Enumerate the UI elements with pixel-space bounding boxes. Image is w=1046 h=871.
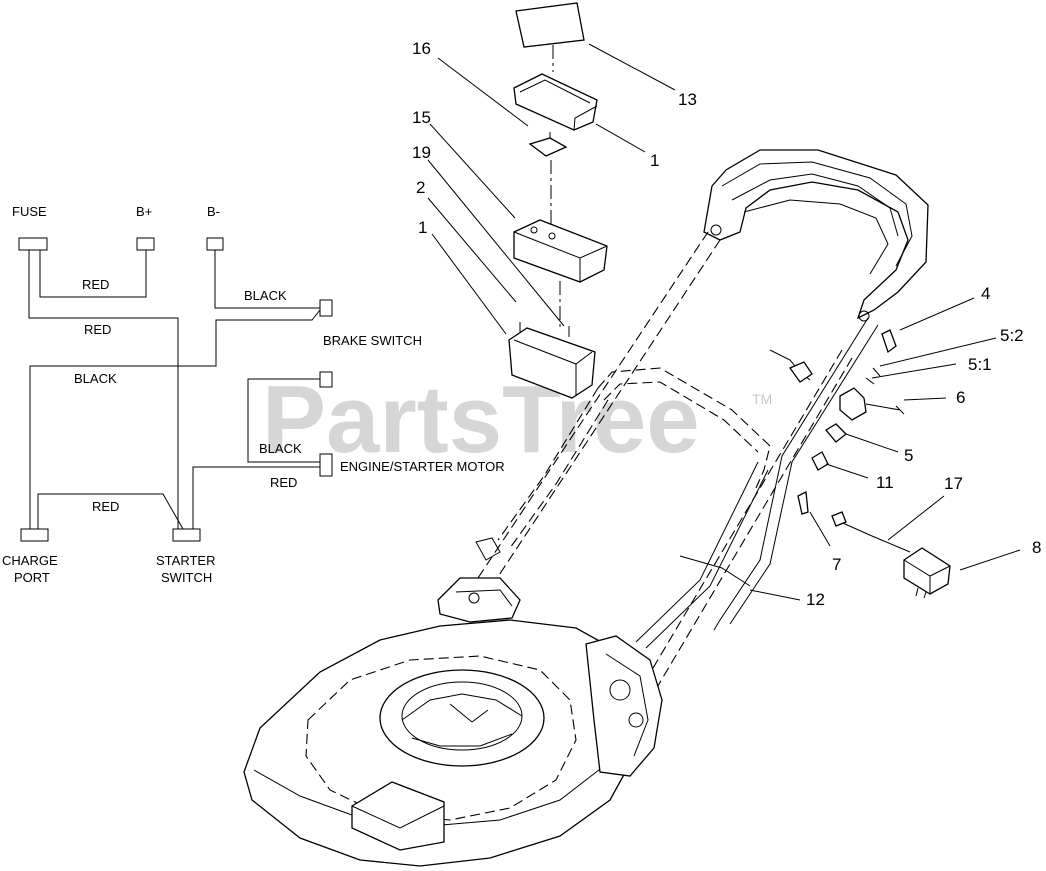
callout-16: 16 [412,39,431,58]
charge-port-terminal [20,528,49,542]
callout-6: 6 [956,388,965,407]
starter-switch-terminal [172,528,201,542]
battery-pad-part [528,137,568,157]
callout-19: 19 [412,143,431,162]
charger-part [903,547,951,595]
wire-red-fuse-bplus [39,250,147,298]
wire-label-red: RED [92,499,119,514]
bminus-terminal [206,237,224,251]
connector-part [881,329,897,354]
battery-cover-part [513,73,598,131]
wire-red-engine [192,466,320,529]
callout-13: 13 [678,90,697,109]
charger-cable [835,519,911,553]
screw-part [797,490,809,515]
watermark-tm: TM [752,391,772,407]
bplus-label: B+ [136,204,152,219]
fuse-label: FUSE [12,204,47,219]
wire-label-black: BLACK [244,288,287,303]
callout-5-1: 5:1 [968,355,992,374]
wire-black-brake-charge [29,309,321,529]
callout-7: 7 [832,555,841,574]
engine-terminal-bottom [319,453,333,477]
bminus-label: B- [207,204,220,219]
rear-housing [585,635,663,777]
leader-lines [427,43,1021,601]
battery-tray-part [508,327,596,399]
handle-dashed-left [469,231,709,591]
charge-port-label-1: CHARGE [2,553,58,568]
rear-chute [351,781,445,851]
callout-1: 1 [418,218,427,237]
callout-15: 15 [412,108,431,127]
brake-switch-terminal [319,299,333,317]
callout-5: 5 [904,446,913,465]
blade-housing [379,669,545,767]
wire-label-black: BLACK [74,371,117,386]
callout-11: 11 [876,473,894,492]
wire-label-black: BLACK [259,441,302,456]
callout-4: 4 [981,284,990,303]
starter-switch-label-1: STARTER [156,553,215,568]
plug-part [825,423,847,443]
upper-handle-grip [703,149,929,320]
upper-handle-right-tube [713,317,869,631]
bplus-terminal [136,237,155,251]
callout-1: 1 [650,151,659,170]
callout-5-2: 5:2 [1000,326,1024,345]
wire-red-fuse-starter [28,250,179,529]
callout-12: 12 [806,590,825,609]
mower-assembly [243,149,929,867]
callout-17: 17 [944,474,963,493]
wire-label-red: RED [270,475,297,490]
wire-red-charge-starter [37,493,184,530]
battery-stack [508,2,608,399]
label-card-part [515,2,585,48]
wiring-diagram: FUSE B+ B- BRAKE SWITCH ENGINE/STARTER M… [2,204,505,585]
brake-switch-label: BRAKE SWITCH [323,333,422,348]
control-cable [679,555,751,587]
clamp-part [811,451,829,471]
key-switch-part [839,387,867,421]
watermark-text: PartsTree [262,366,700,473]
wire-label-red: RED [84,322,111,337]
fuse-terminal [18,237,48,251]
wire-black-engine [247,378,320,463]
small-parts [769,329,951,599]
callout-numbers: 16 13 15 1 19 2 1 4 5:2 5:1 6 5 11 17 8 … [412,39,1041,609]
callout-8: 8 [1032,538,1041,557]
lower-handle-right [635,461,759,643]
lower-handle-dashed-loop [597,367,771,489]
handle-dashed-right [633,349,843,701]
engine-starter-motor-label: ENGINE/STARTER MOTOR [340,459,505,474]
callout-2: 2 [416,178,425,197]
harness-connector [789,361,813,383]
wire-label-red: RED [82,277,109,292]
starter-switch-label-2: SWITCH [161,570,212,585]
battery-part [513,219,608,283]
charge-port-label-2: PORT [14,570,50,585]
wire-black-bminus-brake [214,250,320,309]
